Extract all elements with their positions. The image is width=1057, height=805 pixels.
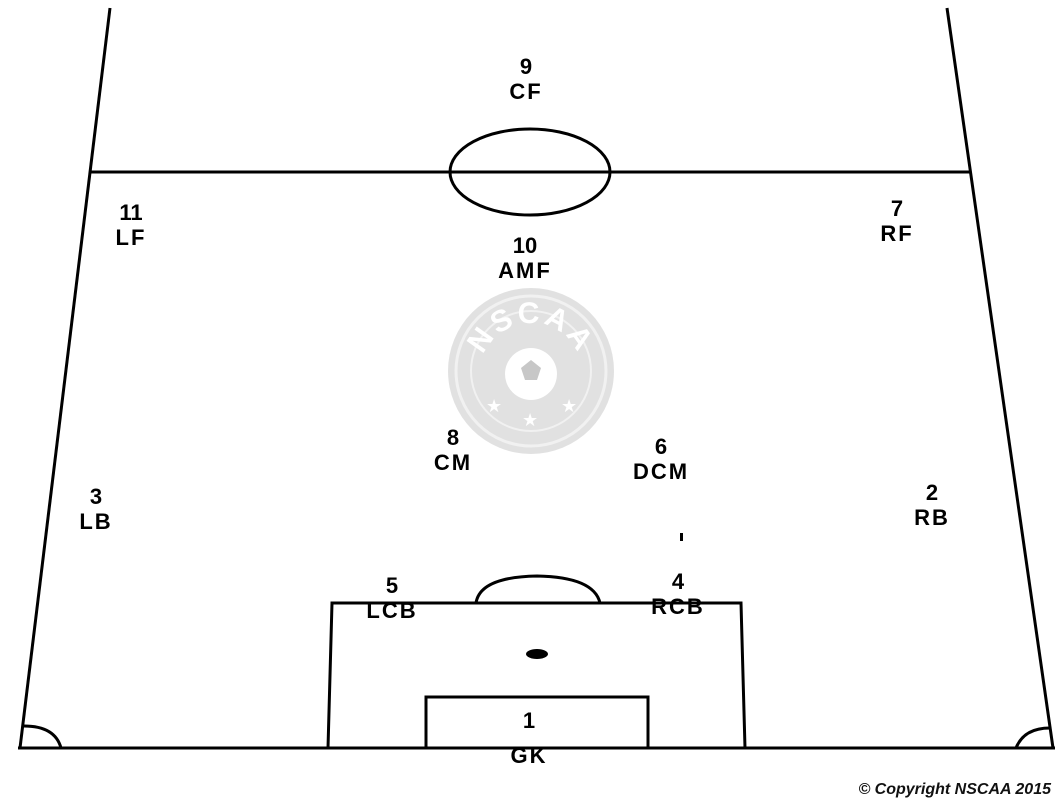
player-number: 6	[654, 434, 668, 459]
left-touchline	[18, 7, 112, 749]
player-position: CF	[509, 79, 543, 105]
player-position: DCM	[632, 459, 690, 485]
right-touchline	[945, 7, 1055, 749]
player-gk: 1 GK	[499, 708, 559, 769]
center-circle	[448, 127, 612, 217]
player-number: 5	[385, 573, 399, 598]
player-number: 2	[925, 480, 939, 505]
player-amf: 10 AMF	[480, 233, 570, 284]
player-number: 4	[671, 569, 685, 594]
player-position: GK	[510, 743, 548, 769]
svg-text:★: ★	[561, 396, 577, 417]
corner-arc-left	[23, 724, 63, 749]
player-position: CM	[433, 450, 473, 476]
copyright-notice: © Copyright NSCAA 2015	[858, 781, 1051, 798]
penalty-arc	[474, 574, 602, 604]
player-position: RB	[914, 505, 950, 531]
player-lb: 3 LB	[70, 484, 122, 535]
player-dcm: 6 DCM	[619, 434, 703, 485]
player-rf: 7 RF	[871, 196, 923, 247]
player-position: LF	[115, 225, 147, 251]
player-number: 10	[512, 233, 538, 258]
player-cf: 9 CF	[500, 54, 552, 105]
player-position: RCB	[651, 594, 705, 620]
player-lcb: 5 LCB	[352, 573, 432, 624]
player-position: RF	[880, 221, 914, 247]
player-rcb: 4 RCB	[638, 569, 718, 620]
player-number: 9	[519, 54, 533, 79]
player-position: LB	[79, 509, 113, 535]
player-number: 11	[119, 200, 143, 225]
pitch-mark	[680, 533, 683, 541]
player-number: 7	[890, 196, 904, 221]
nscaa-logo-watermark: NSCAA ★ ★ ★	[448, 288, 614, 454]
svg-text:★: ★	[486, 396, 502, 417]
corner-arc-right	[1014, 726, 1051, 749]
player-rb: 2 RB	[906, 480, 958, 531]
player-position: AMF	[498, 258, 552, 284]
player-cm: 8 CM	[418, 425, 488, 476]
penalty-area	[326, 601, 747, 749]
penalty-spot	[526, 649, 548, 659]
player-number: 3	[89, 484, 103, 509]
player-number: 8	[446, 425, 460, 450]
goal-area	[424, 695, 650, 748]
player-position: LCB	[366, 598, 418, 624]
player-number: 1	[522, 708, 536, 733]
player-lf: 11 LF	[105, 200, 157, 251]
svg-text:★: ★	[522, 410, 538, 431]
